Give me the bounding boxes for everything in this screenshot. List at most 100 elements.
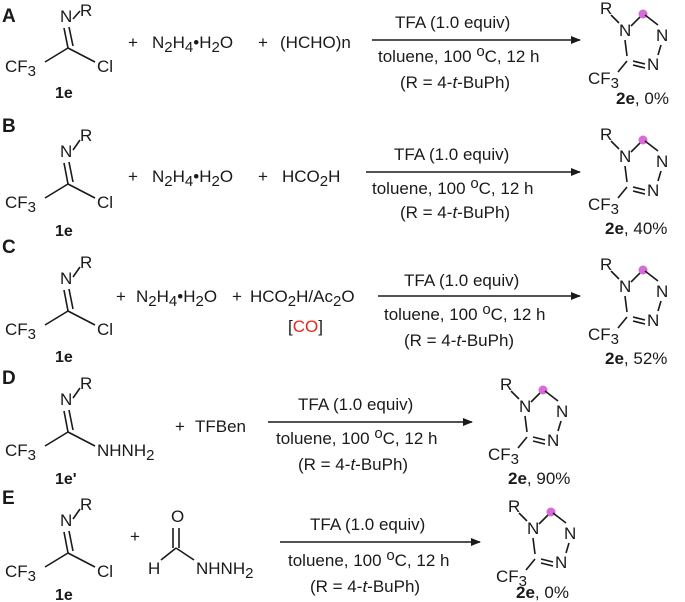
double-bond [63, 162, 69, 185]
scheme-b: B N R CF3 Cl 1e + N2H4•H2O + HCO2H TFA (… [2, 116, 581, 240]
condition-r-group: (R = 4-t-BuPh) [400, 203, 510, 222]
n-atom: N [564, 524, 576, 543]
n-substituent: R [80, 253, 92, 272]
bond [644, 270, 659, 282]
product-2e: R N N N CF3 2e, 90% [488, 375, 570, 488]
plus-sign: + [258, 33, 268, 52]
bond [510, 390, 520, 400]
double-bond [63, 289, 69, 312]
bond [44, 47, 69, 63]
bond [44, 310, 69, 326]
bond [524, 415, 528, 433]
substrate-1e: N R CF3 Cl 1e [5, 1, 113, 102]
bond [624, 165, 628, 183]
cf3-group: CF3 [488, 445, 519, 468]
bond [72, 139, 81, 151]
double-bond [68, 288, 74, 310]
bond [44, 431, 69, 447]
reagent-hydrazine-hydrate: N2H4•H2O [152, 33, 233, 56]
scheme-label: C [2, 237, 16, 258]
bond [67, 552, 96, 568]
reagent-hydrazine-hydrate: N2H4•H2O [152, 167, 233, 190]
bond [617, 186, 628, 199]
condition-acid: TFA (1.0 equiv) [298, 395, 413, 414]
hydrazide-group: NHNH2 [196, 559, 253, 582]
n-atom: N [60, 269, 72, 288]
hydrazinyl-group: NHNH2 [97, 441, 154, 464]
n-atom: N [647, 181, 659, 200]
plus-sign: + [128, 33, 138, 52]
double-bond [63, 531, 69, 554]
reagent-formylhydrazine: O H NHNH2 [148, 507, 253, 582]
double-bond [68, 409, 74, 431]
product-2e: R N N N CF3 2e, 0% [588, 0, 669, 108]
cf3-group: CF3 [5, 562, 36, 585]
scheme-e: E N R CF3 Cl 1e + O H NHNH2 TFA (1.0 equ… [2, 488, 481, 602]
n-atom: N [547, 431, 559, 450]
n-atom: N [619, 21, 631, 40]
bond [67, 47, 96, 63]
cf3-group: CF3 [588, 69, 619, 92]
bond [617, 316, 628, 329]
compound-name: 1e [55, 587, 73, 602]
condition-solvent: toluene, 100 oC, 12 h [378, 43, 539, 66]
cf3-group: CF3 [496, 567, 527, 590]
bond [72, 10, 81, 20]
cf3-group: CF3 [5, 57, 36, 80]
n-substituent: R [80, 126, 92, 145]
bond [67, 431, 96, 447]
substrate-1e: N R CF3 Cl 1e [5, 495, 113, 602]
bond [72, 266, 81, 278]
cf3-group: CF3 [5, 193, 36, 216]
bond [44, 552, 69, 568]
bond [532, 436, 546, 441]
bond [525, 558, 536, 571]
bond [657, 170, 662, 182]
bond [632, 320, 646, 325]
plus-sign: + [130, 527, 140, 546]
scheme-d: D N R CF3 NHNH2 1e' + TFBen TFA (1.0 equ… [2, 368, 473, 488]
bond [67, 310, 96, 326]
n-substituent: R [600, 0, 612, 18]
condition-solvent: toluene, 100 oC, 12 h [288, 547, 449, 570]
product-2e: R N N N CF3 2e, 52% [588, 255, 668, 368]
n-atom: N [647, 55, 659, 74]
n-atom: N [60, 7, 72, 26]
condition-acid: TFA (1.0 equiv) [395, 13, 510, 32]
double-bond [68, 161, 74, 183]
scheme-label: D [2, 368, 16, 389]
bond [610, 270, 620, 280]
product-yield: 2e, 40% [605, 219, 667, 238]
condition-r-group: (R = 4-t-BuPh) [400, 73, 510, 92]
cf3-group: CF3 [5, 441, 36, 464]
leaving-group: Cl [97, 320, 113, 339]
n-atom: N [519, 397, 531, 416]
condition-acid: TFA (1.0 equiv) [394, 145, 509, 164]
bond [565, 542, 570, 554]
reagent-tfben: TFBen [195, 417, 246, 436]
product-yield: 2e, 0% [616, 89, 669, 108]
highlight-carbon-dot [638, 265, 648, 275]
condition-r-group: (R = 4-t-BuPh) [404, 331, 514, 350]
condition-solvent: toluene, 100 oC, 12 h [384, 301, 545, 324]
bond [517, 436, 528, 449]
condition-solvent: toluene, 100 oC, 12 h [372, 175, 533, 198]
bond [72, 508, 81, 520]
reagent-paraformaldehyde: (HCHO)n [280, 33, 351, 52]
bond [632, 60, 646, 65]
n-substituent: R [508, 497, 520, 516]
bond [160, 547, 177, 561]
condition-r-group: (R = 4-t-BuPh) [298, 455, 408, 474]
scheme-c: C N R CF3 Cl 1e + N2H4•H2O + HCO2H/Ac2O … [2, 237, 581, 366]
co-source-note: [CO] [288, 317, 323, 336]
condition-solvent: toluene, 100 oC, 12 h [276, 425, 437, 448]
product-yield: 2e, 52% [605, 349, 667, 368]
bond [540, 558, 554, 563]
bond [644, 14, 659, 26]
double-bond [63, 27, 69, 49]
plus-sign: + [258, 167, 268, 186]
bond [557, 420, 562, 432]
bond [532, 440, 546, 445]
double-bond [68, 26, 74, 47]
